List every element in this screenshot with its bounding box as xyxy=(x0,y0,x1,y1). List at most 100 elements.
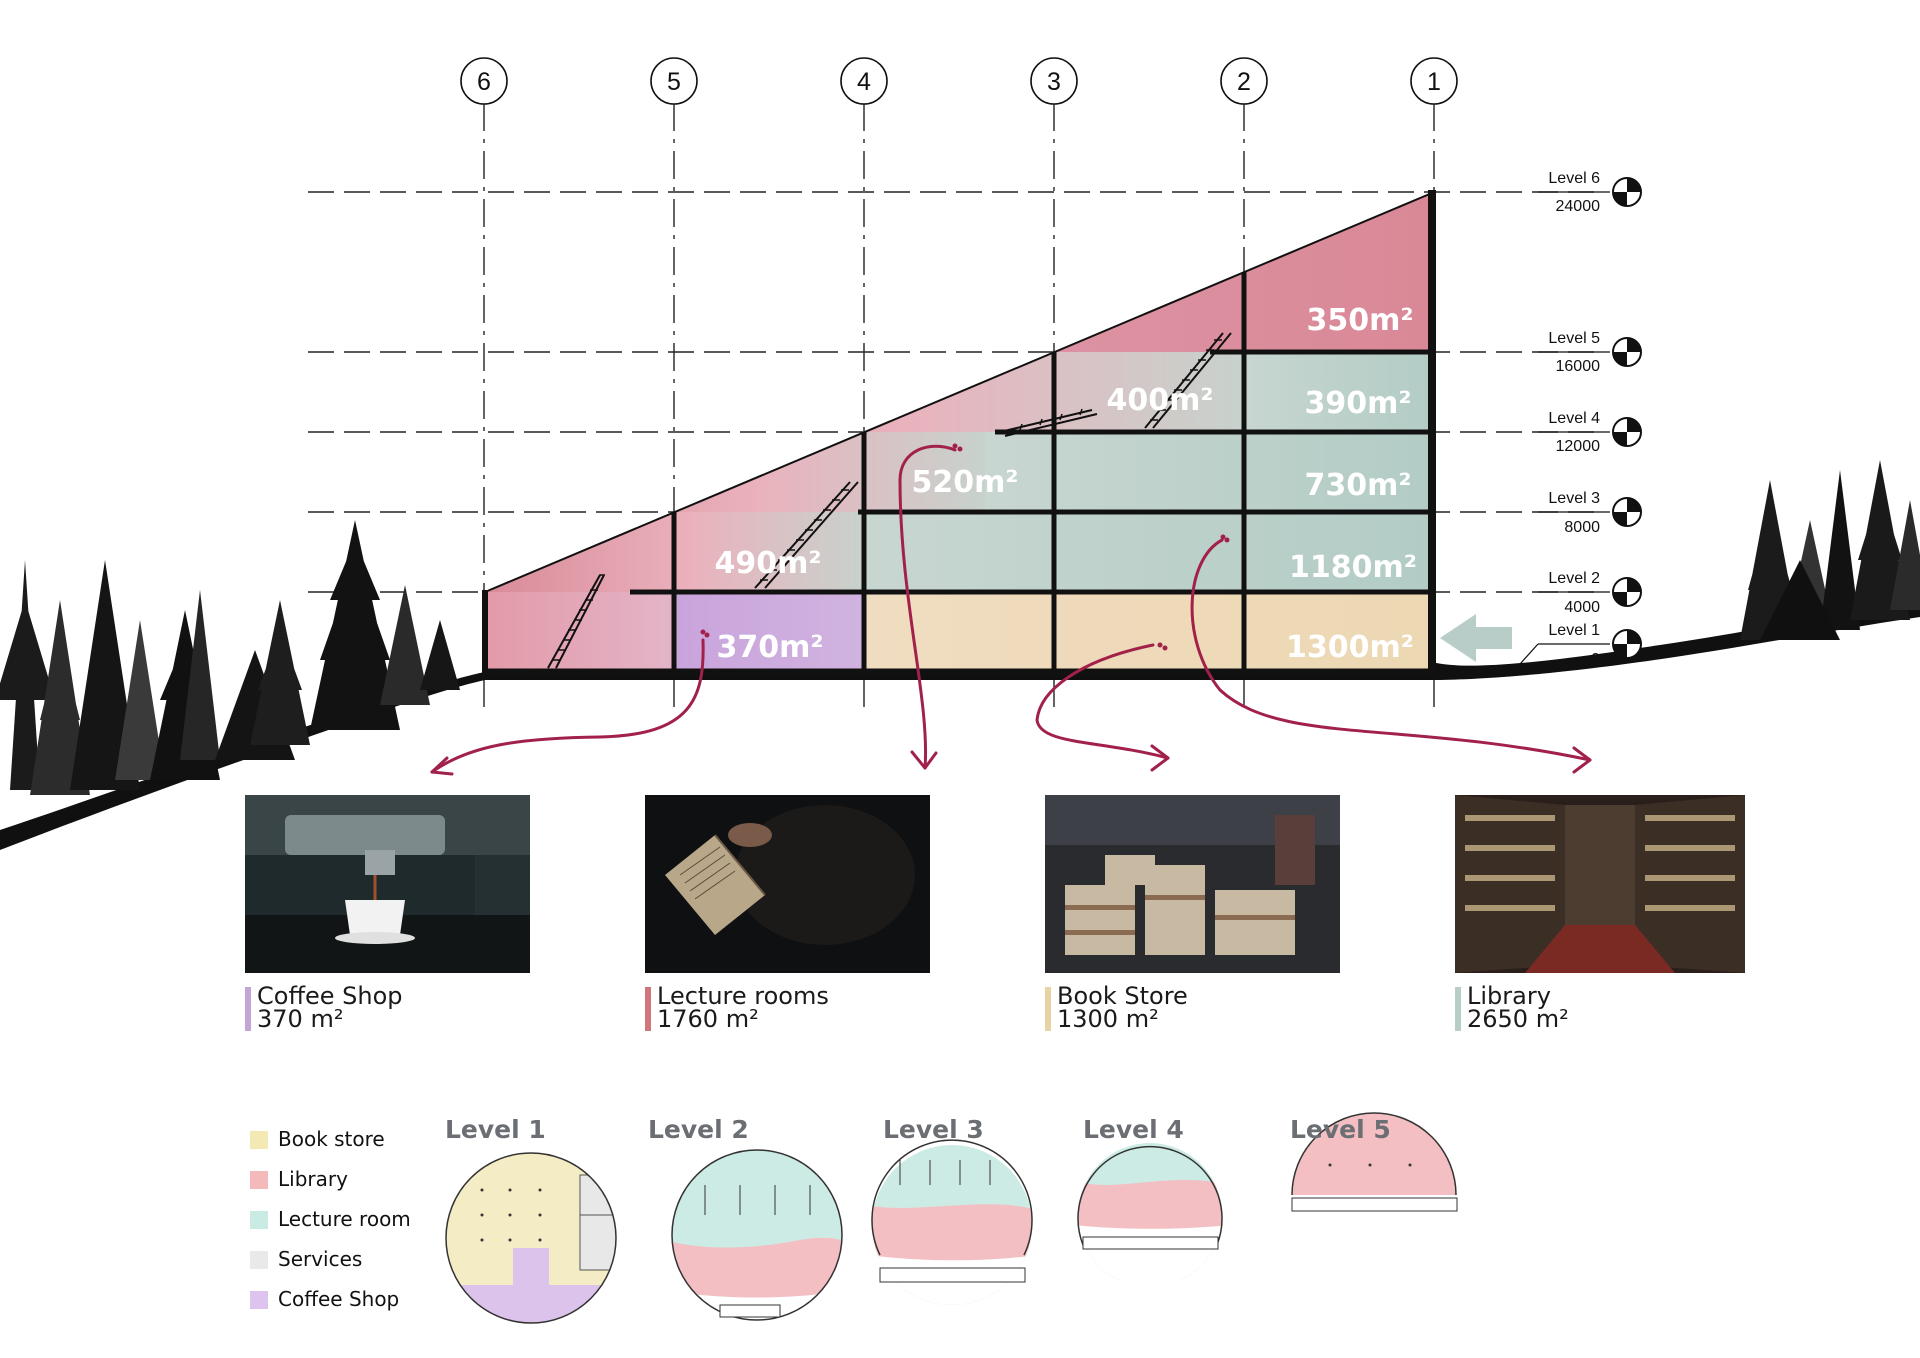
arrow-bookstore xyxy=(1035,643,1170,760)
photo-coffee-shop xyxy=(245,795,530,973)
level-marker-4: Level 4 12000 xyxy=(1538,410,1642,455)
program-name: Library xyxy=(1467,982,1551,1010)
terrain xyxy=(0,602,1920,850)
grid-axis-5: 5 xyxy=(650,57,698,105)
arrow-lecture xyxy=(898,444,957,770)
reading-book-image xyxy=(645,795,930,973)
floor-plans xyxy=(445,1112,1458,1324)
area-level2-library: 1180m² xyxy=(1289,550,1417,585)
level-marker-5: Level 5 16000 xyxy=(1538,330,1642,375)
area-level1-coffee: 370m² xyxy=(716,630,823,665)
legend-item-lecture-room: Lecture room xyxy=(250,1207,411,1247)
svg-text:8000: 8000 xyxy=(1564,519,1600,536)
level-marker-2: Level 2 4000 xyxy=(1538,570,1642,616)
caption-color-bar xyxy=(1455,987,1461,1031)
photo-lecture-rooms xyxy=(645,795,930,973)
svg-text:6: 6 xyxy=(477,68,491,96)
arrow-coffee xyxy=(430,638,705,774)
svg-text:4000: 4000 xyxy=(1564,599,1600,616)
grid-axis-6: 6 xyxy=(460,57,508,105)
library-shelves-image xyxy=(1455,795,1745,973)
grid-axis-2: 2 xyxy=(1220,57,1268,105)
level-marker-1: Level 1 0 xyxy=(1519,622,1642,668)
program-area: 1760 m² xyxy=(657,1005,759,1033)
arrow-library xyxy=(1190,538,1592,762)
plan-level-4 xyxy=(1077,1143,1223,1280)
svg-text:2: 2 xyxy=(1237,68,1251,96)
plan-level-3 xyxy=(871,1139,1033,1305)
area-level1-bookstore: 1300m² xyxy=(1286,630,1414,665)
program-name: Book Store xyxy=(1057,982,1188,1010)
legend-swatch xyxy=(250,1211,268,1229)
program-area: 1300 m² xyxy=(1057,1005,1159,1033)
grid-axis-1: 1 xyxy=(1410,57,1458,105)
caption-coffee-shop: Coffee Shop 370 m² xyxy=(245,982,403,1031)
photo-library xyxy=(1455,795,1745,973)
legend-swatch xyxy=(250,1131,268,1149)
svg-text:Level 5: Level 5 xyxy=(1548,330,1600,347)
caption-lecture-rooms: Lecture rooms 1760 m² xyxy=(645,982,829,1033)
legend-swatch xyxy=(250,1291,268,1309)
level-markers: Level 6 24000 Level 5 16000 Level 4 1200… xyxy=(1519,170,1642,668)
grid-axis-3: 3 xyxy=(1030,57,1078,105)
svg-text:Level 1: Level 1 xyxy=(1548,622,1600,639)
grid-bubbles: 6 5 4 3 2 1 xyxy=(460,57,1458,105)
svg-text:Level 4: Level 4 xyxy=(1548,410,1600,427)
svg-text:16000: 16000 xyxy=(1556,358,1601,375)
plan-level-5 xyxy=(1291,1112,1458,1212)
building-structure xyxy=(482,190,1436,676)
caption-color-bar xyxy=(645,987,651,1031)
espresso-machine-image xyxy=(245,795,530,973)
book-piles-image xyxy=(1045,795,1340,973)
program-name: Coffee Shop xyxy=(257,982,403,1010)
area-level3-lecture: 520m² xyxy=(911,465,1018,500)
level-marker-6: Level 6 24000 xyxy=(1538,170,1642,215)
plan-title-level-5: Level 5 xyxy=(1290,1115,1391,1144)
svg-text:4: 4 xyxy=(857,68,871,96)
program-area: 2650 m² xyxy=(1467,1005,1569,1033)
plan-title-level-1: Level 1 xyxy=(445,1115,546,1144)
svg-text:5: 5 xyxy=(667,68,681,96)
level-marker-3: Level 3 8000 xyxy=(1538,490,1642,536)
plan-level-2 xyxy=(671,1149,843,1321)
arrow-origin-dots xyxy=(700,443,1230,651)
legend-item-coffee-shop: Coffee Shop xyxy=(250,1287,411,1327)
plan-title-level-3: Level 3 xyxy=(883,1115,984,1144)
plan-title-level-2: Level 2 xyxy=(648,1115,749,1144)
svg-text:Level 3: Level 3 xyxy=(1548,490,1600,507)
svg-text:12000: 12000 xyxy=(1556,438,1601,455)
forest-left xyxy=(0,520,460,795)
stairs xyxy=(547,332,1232,669)
area-level3-library: 730m² xyxy=(1304,468,1411,503)
photo-book-store xyxy=(1045,795,1340,973)
plan-legend: Book store Library Lecture room Services… xyxy=(250,1127,411,1327)
entrance-arrow-icon xyxy=(1440,614,1512,662)
caption-color-bar xyxy=(245,987,251,1031)
grid-axis-4: 4 xyxy=(840,57,888,105)
caption-color-bar xyxy=(1045,987,1051,1031)
svg-text:24000: 24000 xyxy=(1556,198,1601,215)
plan-title-level-4: Level 4 xyxy=(1083,1115,1184,1144)
area-labels: 370m² 1300m² 490m² 1180m² 520m² 730m² 40… xyxy=(714,303,1416,665)
area-level2-lecture: 490m² xyxy=(714,546,821,581)
legend-item-library: Library xyxy=(250,1167,411,1207)
building-program-fills xyxy=(485,193,1432,672)
caption-book-store: Book Store 1300 m² xyxy=(1045,982,1188,1033)
area-level5-lecture: 350m² xyxy=(1306,303,1413,338)
svg-text:0: 0 xyxy=(1591,651,1600,668)
legend-swatch xyxy=(250,1171,268,1189)
forest-right xyxy=(1740,460,1920,640)
legend-item-book-store: Book store xyxy=(250,1127,411,1167)
program-arrows xyxy=(430,444,1592,776)
legend-item-services: Services xyxy=(250,1247,411,1287)
area-level4-lecture: 400m² xyxy=(1106,383,1213,418)
plan-level-1 xyxy=(445,1152,617,1324)
legend-swatch xyxy=(250,1251,268,1269)
svg-text:Level 6: Level 6 xyxy=(1548,170,1600,187)
program-name: Lecture rooms xyxy=(657,982,829,1010)
svg-text:Level 2: Level 2 xyxy=(1548,570,1600,587)
svg-text:1: 1 xyxy=(1427,68,1441,96)
svg-text:3: 3 xyxy=(1047,68,1061,96)
